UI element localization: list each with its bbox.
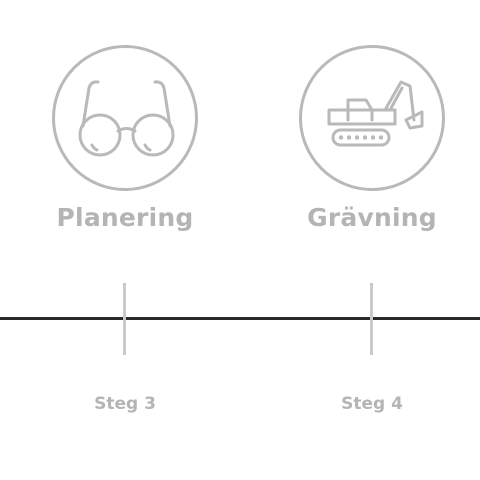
step-label: Steg 4 [341,394,403,414]
timeline-tick [123,283,126,355]
step-gravning: Grävning Steg 4 [272,0,472,480]
step-title: Grävning [307,203,437,232]
step-label: Steg 3 [94,394,156,414]
gravning-icon-circle [299,45,445,191]
planering-icon-circle [52,45,198,191]
timeline-tick [370,283,373,355]
step-title: Planering [56,203,194,232]
excavator-icon [327,80,424,147]
glasses-icon [78,80,175,157]
timeline-line [0,317,480,320]
step-planering: Planering Steg 3 [25,0,225,480]
